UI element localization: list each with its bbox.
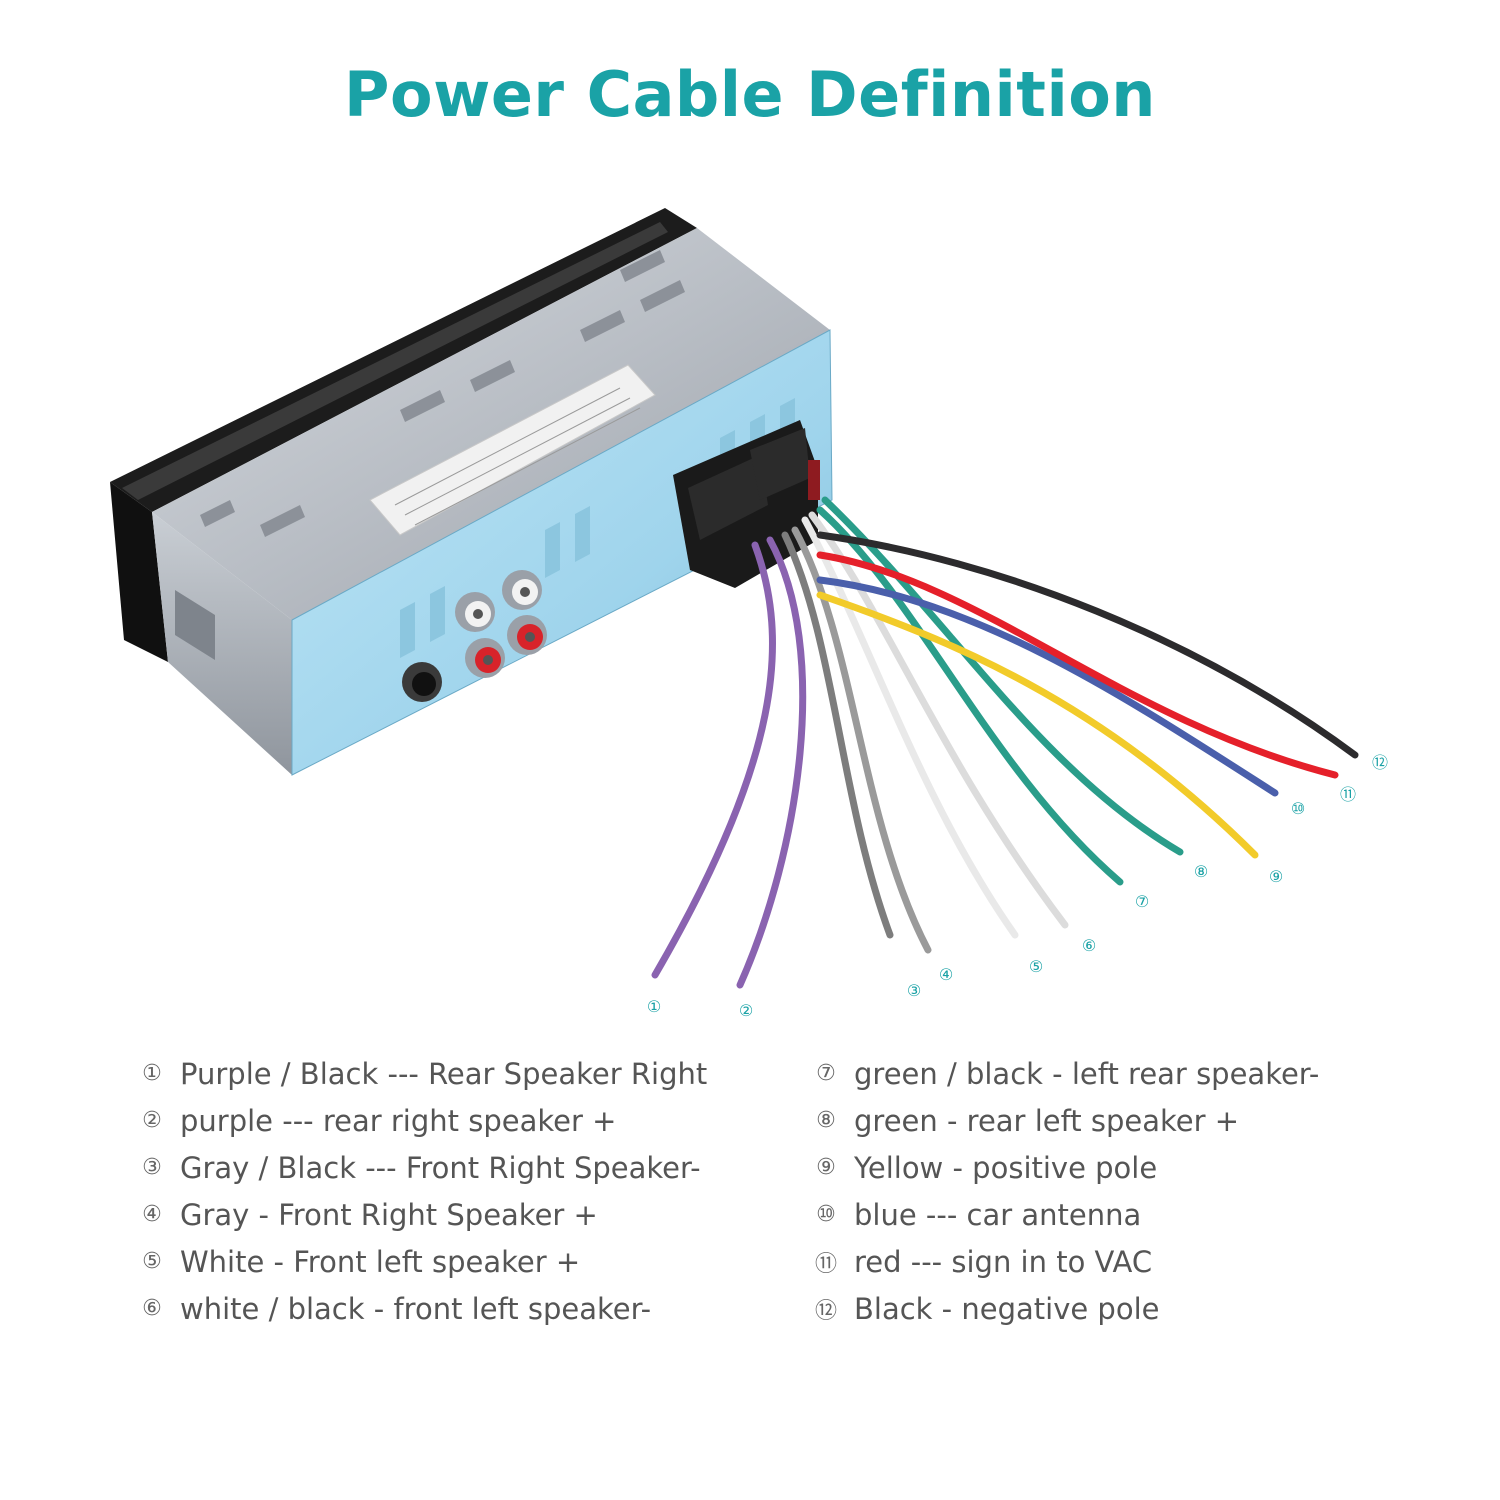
- page-title: Power Cable Definition: [344, 58, 1156, 131]
- legend-number: ⑩: [816, 1202, 836, 1227]
- legend-item: ⑪ red --- sign in to VAC: [812, 1238, 1319, 1285]
- wire-7-green-black: [816, 506, 1124, 886]
- callout-4: ④: [939, 965, 953, 984]
- legend-number: ④: [142, 1202, 162, 1227]
- legend-text: Yellow - positive pole: [854, 1150, 1158, 1185]
- legend-number: ⑥: [142, 1296, 162, 1321]
- legend-text: red --- sign in to VAC: [854, 1244, 1153, 1279]
- legend-text: White - Front left speaker +: [180, 1244, 581, 1279]
- callouts: ① ② ③ ④ ⑤ ⑥ ⑦ ⑧ ⑨ ⑩ ⑪ ⑫: [647, 753, 1388, 1020]
- legend-number: ③: [142, 1155, 162, 1180]
- legend-text: Black - negative pole: [854, 1291, 1160, 1326]
- rca-jack-red-top: [502, 570, 542, 610]
- legend-item: ① Purple / Black --- Rear Speaker Right: [138, 1050, 707, 1097]
- callout-8: ⑧: [1194, 862, 1208, 881]
- callout-5: ⑤: [1029, 957, 1043, 976]
- legend-text: purple --- rear right speaker +: [180, 1103, 617, 1138]
- legend-item: ⑦ green / black - left rear speaker-: [812, 1050, 1319, 1097]
- legend-number: ⑪: [814, 1251, 837, 1277]
- rca-jack-red-bottom: [507, 615, 547, 655]
- callout-12: ⑫: [1372, 753, 1388, 772]
- legend-text: Gray - Front Right Speaker +: [180, 1197, 598, 1232]
- rca-jack-white-top: [455, 592, 495, 632]
- chassis-top: [152, 228, 830, 620]
- legend-text: Purple / Black --- Rear Speaker Right: [180, 1056, 708, 1091]
- legend-item: ⑥ white / black - front left speaker-: [138, 1285, 707, 1332]
- legend-text: white / black - front left speaker-: [180, 1291, 652, 1326]
- product-label-sticker: [369, 364, 656, 536]
- legend-item: ⑧ green - rear left speaker +: [812, 1097, 1319, 1144]
- callout-3: ③: [907, 981, 921, 1000]
- front-panel: [110, 208, 697, 662]
- legend-text: Gray / Black --- Front Right Speaker-: [180, 1150, 701, 1185]
- legend-right-column: ⑦ green / black - left rear speaker- ⑧ g…: [812, 1050, 1319, 1332]
- legend-number: ⑧: [816, 1108, 836, 1133]
- wire-10-blue: [816, 576, 1279, 797]
- wire-1-purple-black: [651, 541, 776, 979]
- wires: [651, 496, 1359, 989]
- callout-10: ⑩: [1291, 799, 1305, 818]
- legend-number: ⑫: [814, 1298, 837, 1324]
- wire-4-gray: [791, 526, 932, 954]
- legend-left-column: ① Purple / Black --- Rear Speaker Right …: [138, 1050, 707, 1332]
- legend-number: ⑨: [816, 1155, 836, 1180]
- legend-item: ④ Gray - Front Right Speaker +: [138, 1191, 707, 1238]
- wire-8-green: [821, 496, 1184, 856]
- chassis-side: [152, 512, 292, 775]
- legend-item: ⑫ Black - negative pole: [812, 1285, 1319, 1332]
- callout-7: ⑦: [1135, 892, 1149, 911]
- callout-11: ⑪: [1340, 785, 1356, 804]
- wire-12-black: [816, 531, 1359, 759]
- callout-9: ⑨: [1269, 867, 1283, 886]
- radio-wiring-diagram: ① ② ③ ④ ⑤ ⑥ ⑦ ⑧ ⑨ ⑩ ⑪ ⑫: [110, 208, 1388, 1020]
- legend-item: ⑨ Yellow - positive pole: [812, 1144, 1319, 1191]
- wire-3-gray-black: [781, 531, 894, 939]
- legend-item: ③ Gray / Black --- Front Right Speaker-: [138, 1144, 707, 1191]
- legend-item: ⑤ White - Front left speaker +: [138, 1238, 707, 1285]
- callout-2: ②: [739, 1001, 753, 1020]
- rca-jack-white-bottom: [465, 638, 505, 678]
- wire-2-purple: [736, 536, 807, 989]
- legend-number: ⑤: [142, 1249, 162, 1274]
- legend-text: blue --- car antenna: [854, 1197, 1142, 1232]
- wire-9-yellow: [816, 591, 1259, 859]
- antenna-socket: [402, 662, 442, 702]
- legend-number: ②: [142, 1108, 162, 1133]
- legend-text: green / black - left rear speaker-: [854, 1056, 1320, 1091]
- legend-item: ⑩ blue --- car antenna: [812, 1191, 1319, 1238]
- legend-number: ⑦: [816, 1061, 836, 1086]
- rca-jacks: [455, 570, 547, 678]
- legend-item: ② purple --- rear right speaker +: [138, 1097, 707, 1144]
- callout-6: ⑥: [1082, 936, 1096, 955]
- legend-text: green - rear left speaker +: [854, 1103, 1240, 1138]
- wire-5-white: [801, 516, 1019, 939]
- legend-number: ①: [142, 1061, 162, 1086]
- iso-connector: [673, 420, 820, 588]
- wire-11-red: [816, 551, 1339, 779]
- callout-1: ①: [647, 997, 661, 1016]
